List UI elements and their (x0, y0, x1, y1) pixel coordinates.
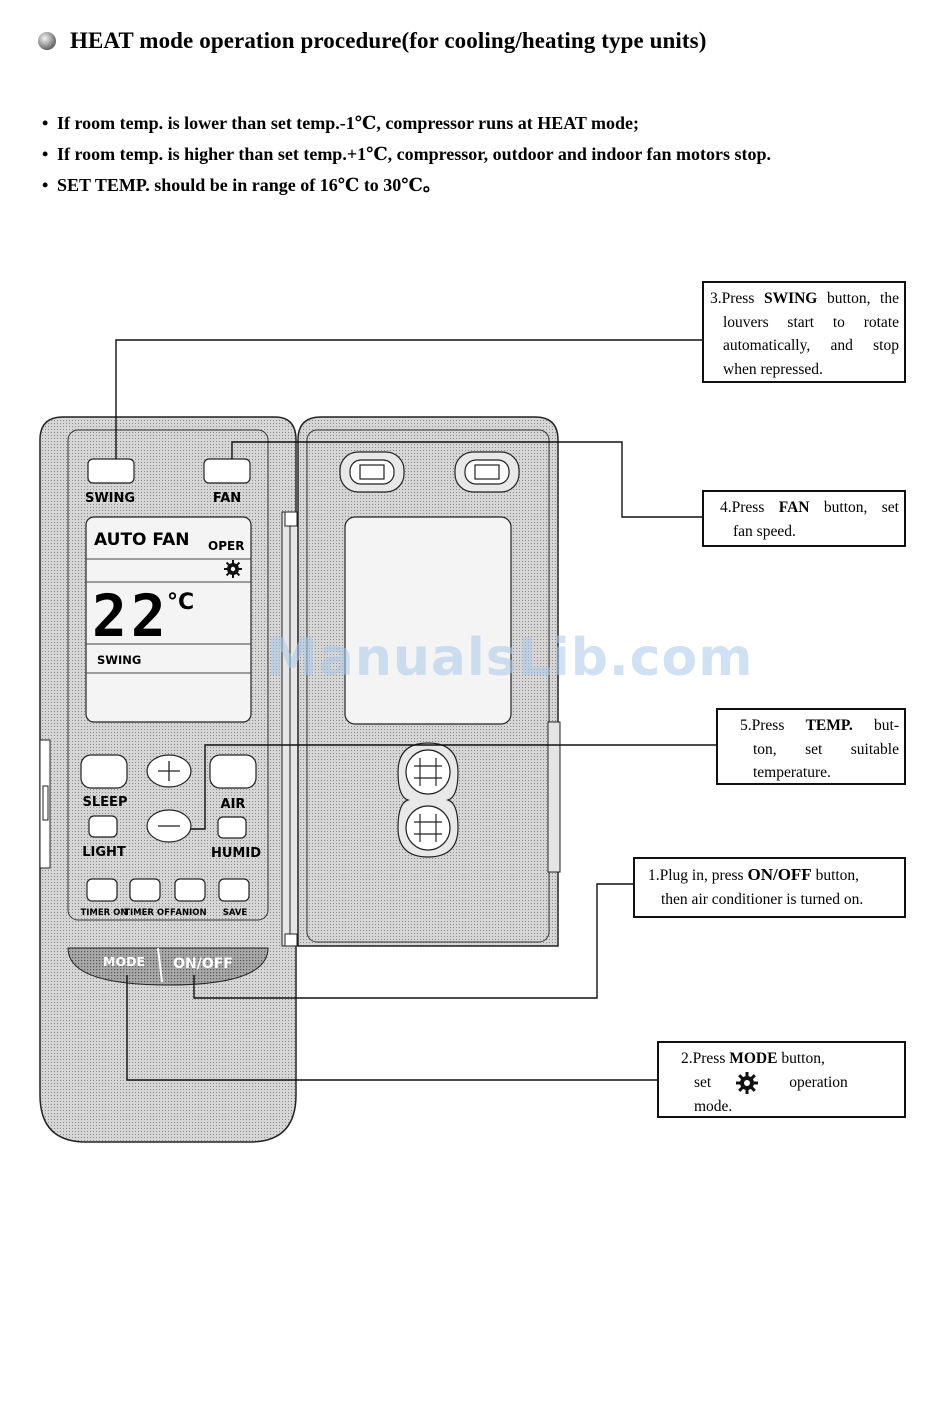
page-title: HEAT mode operation procedure(for coolin… (70, 28, 707, 53)
cover-temp-buttons-icon (397, 742, 459, 858)
swing-callout: 3.Press SWING button, the louvers start … (702, 281, 906, 383)
bullet-icon: • (42, 175, 49, 195)
fan-button-label: FAN (213, 491, 241, 506)
heading-bullet-icon (38, 32, 56, 50)
onoff-callout: 1.Plug in, press ON/OFF button, then air… (633, 857, 906, 918)
condition-item: •If room temp. is higher than set temp.+… (42, 139, 771, 170)
lcd-oper-label: OPER (208, 539, 244, 553)
anion-button[interactable] (174, 878, 206, 902)
heat-sun-icon (224, 560, 242, 578)
light-button-label: LIGHT (82, 845, 126, 860)
condition-list: •If room temp. is lower than set temp.-1… (42, 108, 771, 201)
onoff-button[interactable]: ON/OFF (173, 956, 233, 972)
humid-button-label: HUMID (211, 846, 261, 861)
humid-button[interactable] (217, 816, 247, 839)
cover-clip-right-icon (454, 451, 520, 493)
bullet-icon: • (42, 144, 49, 164)
sleep-button[interactable] (80, 754, 128, 789)
fan-leader-line (231, 441, 703, 518)
timer-off-button[interactable] (129, 878, 161, 902)
timer-on-button[interactable] (86, 878, 118, 902)
lcd-temperature-unit: °C (167, 590, 194, 615)
condition-item: •SET TEMP. should be in range of 16℃ to … (42, 170, 771, 201)
light-button[interactable] (88, 815, 118, 838)
timer-on-label: TIMER ON (80, 908, 127, 918)
lcd-mode-text: AUTO FAN (94, 530, 189, 550)
swing-button[interactable] (87, 458, 135, 484)
sleep-button-label: SLEEP (83, 795, 128, 810)
swing-leader-line (115, 339, 703, 459)
swing-button-label: SWING (85, 491, 135, 506)
mode-button[interactable]: MODE (103, 954, 145, 969)
timer-off-label: TIMER OFF (124, 908, 176, 918)
mode-callout: 2.Press MODE button, set operation mode. (657, 1041, 906, 1118)
save-label: SAVE (223, 908, 248, 918)
mode-leader-line (126, 975, 658, 1081)
onoff-leader-line (193, 883, 634, 999)
watermark: ManualsLib.com (266, 628, 754, 688)
cover-clip-left-icon (339, 451, 405, 493)
air-button[interactable] (209, 754, 257, 789)
temp-callout: 5.Press TEMP. but- ton, set suitable tem… (716, 708, 906, 785)
condition-item: •If room temp. is lower than set temp.-1… (42, 108, 771, 139)
heat-sun-icon (736, 1071, 759, 1094)
fan-callout: 4.Press FAN button, set fan speed. (702, 490, 906, 547)
plus-icon (158, 761, 180, 781)
lcd-temperature-value: 22 (92, 582, 170, 650)
remote-hinge (281, 511, 299, 947)
temp-leader-line (191, 744, 717, 830)
bullet-icon: • (42, 113, 49, 133)
anion-label: ANION (175, 908, 206, 918)
fan-button[interactable] (203, 458, 251, 484)
air-button-label: AIR (221, 797, 246, 812)
leader-lines (115, 339, 717, 1081)
remote-cover (297, 416, 561, 947)
lcd-swing-indicator: SWING (97, 653, 141, 667)
section-heading: HEAT mode operation procedure(for coolin… (38, 28, 706, 54)
lcd-display: AUTO FAN OPER 22 °C SWING (85, 516, 252, 723)
save-button[interactable] (218, 878, 250, 902)
